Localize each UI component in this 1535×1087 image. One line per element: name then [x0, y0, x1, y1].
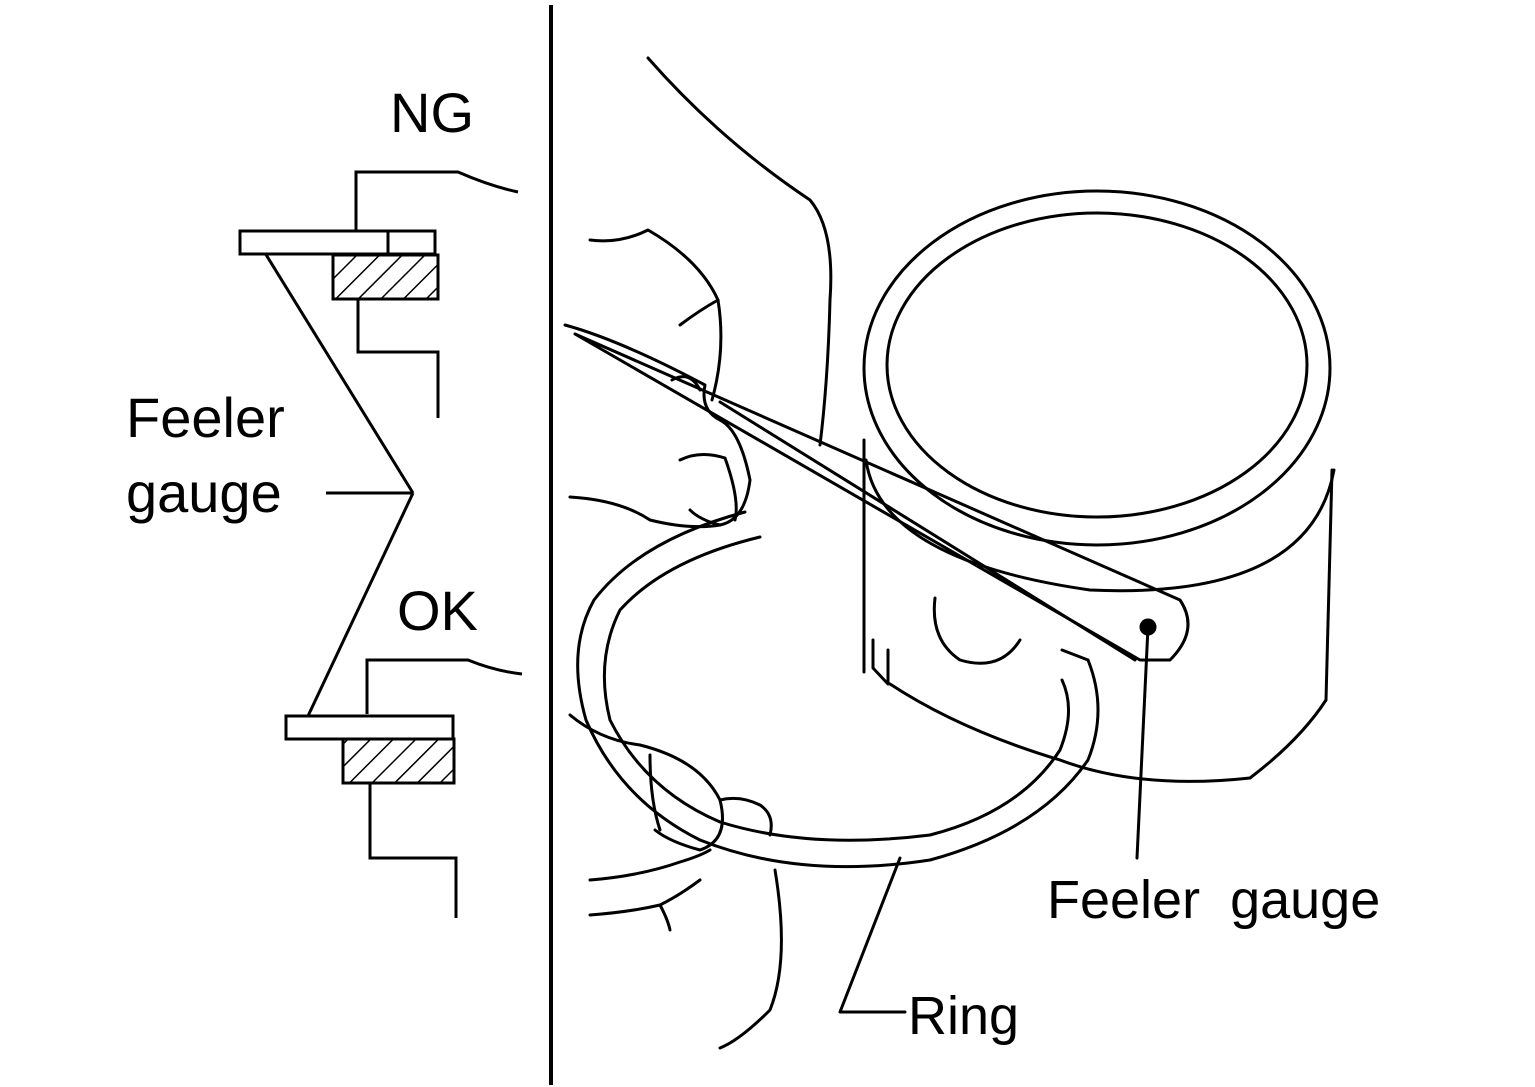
ng-piston-outline-bottom	[356, 299, 440, 418]
ng-label: NG	[390, 81, 474, 144]
right-panel	[563, 56, 1336, 1050]
ok-detail	[284, 658, 523, 918]
piston-skirt-bottom	[888, 682, 1328, 783]
hand-lower	[568, 713, 783, 1050]
ng-feeler-blade	[238, 229, 437, 256]
ok-feeler-blade	[284, 714, 455, 741]
ok-label: OK	[397, 579, 478, 642]
piston-crown-outer	[862, 189, 1332, 547]
ring-leader	[838, 856, 907, 1014]
ok-piston-outline-top	[365, 658, 523, 714]
ring-inner	[602, 535, 1071, 842]
ok-ring-section	[341, 737, 456, 785]
ring-label: Ring	[908, 986, 1019, 1046]
piston-notch	[871, 638, 890, 686]
ng-detail	[238, 170, 519, 418]
feeler-gauge-leader	[1135, 625, 1150, 860]
piston-skirt-right	[1324, 468, 1334, 702]
ring-outer	[576, 510, 1100, 869]
piston-pin-boss	[932, 596, 1022, 665]
ng-ring-section	[331, 253, 440, 301]
left-panel	[238, 170, 523, 918]
piston	[862, 189, 1336, 783]
ng-piston-outline-top	[354, 170, 519, 240]
hand-upper	[563, 56, 833, 529]
piston-ring	[576, 510, 1100, 869]
ok-piston-outline-bottom	[368, 783, 458, 918]
feeler-leader-lines	[263, 252, 415, 717]
piston-crown-inner	[885, 211, 1309, 519]
feeler-label-line2: gauge	[126, 461, 282, 524]
feeler-label-line1: Feeler	[126, 386, 285, 449]
feeler-gauge-label: Feeler gauge	[1047, 870, 1380, 930]
ring-gap-left	[1060, 648, 1090, 662]
